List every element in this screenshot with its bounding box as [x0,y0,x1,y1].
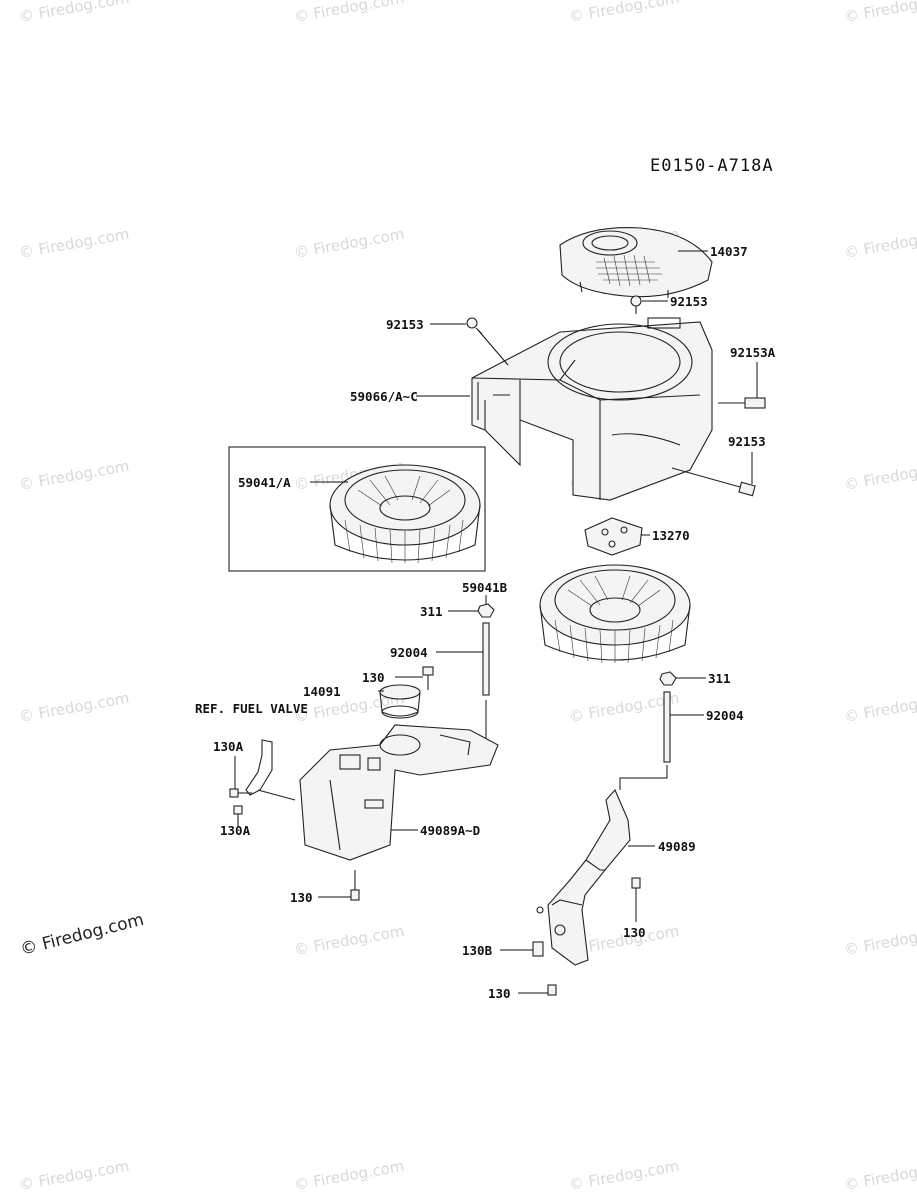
label-13270: 13270 [652,528,690,543]
label-311-right: 311 [708,671,731,686]
label-92153-right: 92153 [728,434,766,449]
label-130-top: 130 [362,670,385,685]
label-130-bottom-left: 130 [290,890,313,905]
watermark: © Firedog.com [18,457,131,494]
part-59066-blower-housing[interactable] [471,317,713,501]
label-49089: 49089 [658,839,696,854]
label-92153A: 92153A [730,345,776,360]
inset-box-59041 [228,446,486,572]
label-92004-right: 92004 [706,708,744,723]
label-311-left: 311 [420,604,443,619]
label-130B: 130B [462,943,493,958]
label-14037: 14037 [710,244,748,259]
watermark: © Firedog.com [843,689,917,726]
label-130-bottom: 130 [488,986,511,1001]
leader-lines [234,250,758,994]
watermark: © Firedog.com [293,225,406,262]
label-59041: 59041/A [238,475,291,490]
watermark-layer: © Firedog.com © Firedog.com © Firedog.co… [18,0,917,1194]
part-fan-lower[interactable] [539,564,691,664]
part-14091-cup[interactable] [379,684,421,719]
watermark: © Firedog.com [18,689,131,726]
bolt-130A-top[interactable] [229,788,252,798]
label-49089AD: 49089A~D [420,823,480,838]
bolt-130-bottom-left[interactable] [350,870,360,901]
label-130A-top: 130A [213,739,244,754]
watermark: © Firedog.com [293,1157,406,1194]
label-92153-top: 92153 [670,294,708,309]
watermark: © Firedog.com [568,1157,681,1194]
bolt-92153A[interactable] [718,397,766,409]
watermark-main: © Firedog.com [18,910,146,960]
watermark: © Firedog.com [293,922,406,959]
watermark: © Firedog.com [18,225,131,262]
watermark: © Firedog.com [293,0,406,26]
watermark: © Firedog.com [843,0,917,26]
label-92153-left: 92153 [386,317,424,332]
part-49089-baffle[interactable] [536,788,631,966]
part-fuel-valve-bracket[interactable] [245,739,296,801]
part-92004-stud-right[interactable] [619,691,671,790]
watermark: © Firedog.com [843,225,917,262]
part-59041-fan[interactable] [329,464,481,564]
part-14037-cover[interactable] [559,227,713,298]
label-59066: 59066/A~C [350,389,418,404]
label-92004-left: 92004 [390,645,428,660]
part-13270-plate[interactable] [584,517,643,556]
bolt-130B[interactable] [532,941,544,957]
label-130-right: 130 [623,925,646,940]
watermark: © Firedog.com [843,1157,917,1194]
watermark: © Firedog.com [568,0,681,26]
label-14091: 14091 [303,684,341,699]
bolt-92153-right[interactable] [671,467,756,497]
watermark: © Firedog.com [18,1157,131,1194]
label-59041B: 59041B [462,580,508,595]
bolt-130-top[interactable] [422,666,434,690]
label-130A-bottom: 130A [220,823,251,838]
part-49089AD-baffle[interactable] [299,724,499,861]
diagram-code: E0150-A718A [650,156,774,176]
part-labels: 14037 92153 92153 92153A 59066/A~C 92153… [195,244,776,1001]
watermark: © Firedog.com [843,922,917,959]
part-311-nut-left[interactable] [477,603,495,618]
bolt-92153-top[interactable] [630,295,642,314]
label-ref-fuel-valve: REF. FUEL VALVE [195,701,308,716]
part-92004-stud-left[interactable] [482,622,490,740]
part-311-nut-right[interactable] [659,671,677,686]
watermark: © Firedog.com [843,457,917,494]
bolt-130-right[interactable] [631,877,641,889]
watermark: © Firedog.com [18,0,131,26]
bolt-130-bottom[interactable] [547,984,557,996]
